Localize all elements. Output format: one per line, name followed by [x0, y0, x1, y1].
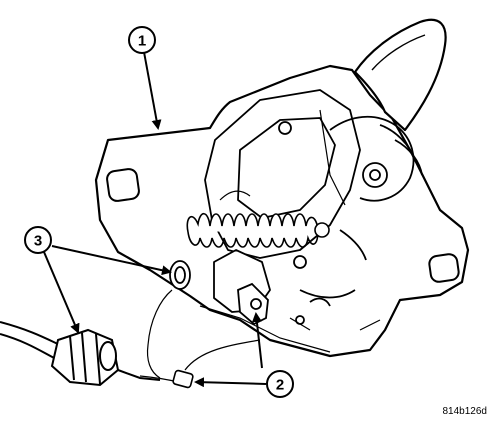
callout-1: 1 [128, 26, 156, 54]
leader-3b [43, 251, 80, 334]
leader-2a [251, 312, 263, 369]
callout-3-label: 3 [34, 233, 42, 250]
wire-connector [172, 369, 194, 389]
callout-1-label: 1 [138, 33, 146, 50]
switch-grommet [169, 260, 191, 290]
leader-lines [43, 51, 267, 388]
plate-edge [199, 305, 381, 353]
leader-1 [143, 51, 162, 130]
callout-2: 2 [266, 370, 294, 398]
figure-reference-code: 814b126d [442, 406, 488, 417]
release-cable [0, 321, 61, 361]
latch-mechanism [204, 89, 423, 325]
coil-spring [186, 212, 330, 248]
callout-3: 3 [24, 226, 52, 254]
callout-2-label: 2 [276, 377, 284, 394]
latch-lever [353, 18, 447, 132]
leader-3a [51, 245, 172, 276]
mounting-slots [106, 168, 460, 283]
leader-2b [194, 377, 267, 388]
cable-connector [50, 328, 161, 387]
